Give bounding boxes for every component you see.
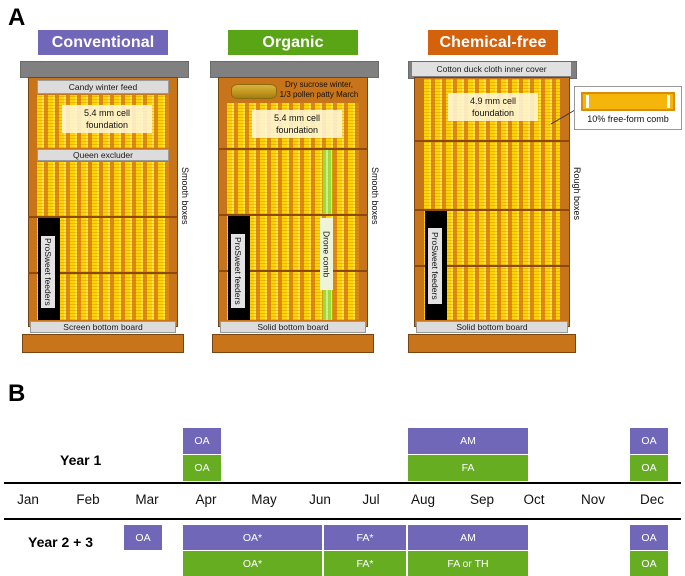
telescoping-cover-organic — [210, 61, 379, 78]
month-label-feb: Feb — [76, 492, 100, 507]
prosweet-feeder-label-chemical-free: ProSweet feeders — [428, 228, 442, 304]
year23-purple-bar-oa-1[interactable]: OA* — [183, 525, 322, 550]
side-label-organic: Smooth boxes — [370, 167, 380, 225]
year1-label: Year 1 — [60, 452, 102, 468]
free-form-comb-graphic — [581, 92, 675, 111]
telescoping-cover-conventional — [20, 61, 189, 78]
foundation-line1: 5.4 mm cell — [83, 108, 130, 118]
box-divider-cf-3 — [414, 265, 570, 267]
timeline-rule-bottom — [4, 518, 681, 520]
foundation-line2: foundation — [275, 125, 319, 135]
year23-green-bar-fa-1[interactable]: FA* — [324, 551, 406, 576]
free-form-comb-label: 10% free-form comb — [587, 114, 669, 124]
month-label-jun: Jun — [309, 492, 331, 507]
free-form-comb-inset: 10% free-form comb — [574, 86, 682, 130]
prosweet-feeder-label-conventional: ProSweet feeders — [41, 236, 55, 308]
year1-purple-bar-am-1[interactable]: AM — [408, 428, 528, 454]
feed-label-organic: Dry sucrose winter, 1/3 pollen patty Mar… — [277, 80, 361, 100]
foundation-line1: 4.9 mm cell — [469, 96, 516, 106]
comb-gap-right — [667, 95, 670, 108]
box-divider-cf-2 — [414, 209, 570, 211]
month-label-jul: Jul — [362, 492, 380, 507]
drone-comb-organic-lower — [322, 272, 333, 320]
month-label-mar: Mar — [135, 492, 159, 507]
drone-comb-organic-upper — [322, 150, 333, 214]
year1-green-bar-oa-0[interactable]: OA — [183, 455, 221, 481]
foundation-callout-chemical-free: 4.9 mm cell foundation — [448, 93, 538, 121]
timeline-rule-top — [4, 482, 681, 484]
year23-label: Year 2 + 3 — [28, 534, 94, 550]
sucrose-patty-organic — [231, 84, 277, 99]
box-divider-conventional-2 — [28, 272, 178, 274]
box-divider-organic-1 — [218, 148, 368, 150]
box-divider-cf-1 — [414, 140, 570, 142]
foundation-callout-organic: 5.4 mm cell foundation — [252, 110, 342, 138]
month-label-dec: Dec — [639, 492, 664, 507]
year23-green-bar-oa-3[interactable]: OA — [630, 551, 668, 576]
frames-brood-upper-chemical-free — [424, 142, 560, 209]
month-label-aug: Aug — [410, 492, 436, 507]
side-label-conventional: Smooth boxes — [180, 167, 190, 225]
year1-purple-bar-oa-0[interactable]: OA — [183, 428, 221, 454]
drone-comb-label-organic: Drone comb — [320, 218, 333, 290]
panel-a-letter: A — [8, 4, 26, 31]
hive-title-organic: Organic — [228, 30, 358, 55]
month-label-sep: Sep — [469, 492, 495, 507]
year23-purple-bar-oa-4[interactable]: OA — [630, 525, 668, 550]
month-label-jan: Jan — [17, 492, 39, 507]
bottom-board-chemical-free: Solid bottom board — [416, 321, 568, 333]
box-divider-organic-3 — [218, 270, 368, 272]
candy-winter-feed-strip-conventional: Candy winter feed — [37, 80, 169, 94]
year23-purple-bar-am-3[interactable]: AM — [408, 525, 528, 550]
panel-b-letter: B — [8, 380, 26, 407]
queen-excluder-conventional: Queen excluder — [37, 149, 169, 161]
year23-purple-bar-oa-0[interactable]: OA — [124, 525, 162, 550]
bottom-board-conventional: Screen bottom board — [30, 321, 176, 333]
year1-purple-bar-oa-2[interactable]: OA — [630, 428, 668, 454]
feed-line2: 1/3 pollen patty March — [279, 90, 359, 99]
month-label-nov: Nov — [580, 492, 605, 507]
hive-stand-conventional — [22, 334, 184, 353]
frames-brood-upper-conventional — [37, 162, 169, 216]
side-label-chemical-free: Rough boxes — [572, 167, 582, 221]
year23-green-bar-oa-0[interactable]: OA* — [183, 551, 322, 576]
inner-cover-chemical-free: Cotton duck cloth inner cover — [412, 62, 571, 76]
year1-green-bar-fa-1[interactable]: FA — [408, 455, 528, 481]
month-label-may: May — [251, 492, 277, 507]
box-divider-conventional-1 — [28, 216, 178, 218]
foundation-line1: 5.4 mm cell — [273, 113, 320, 123]
year23-green-bar-faorth-2[interactable]: FA or TH — [408, 551, 528, 576]
foundation-callout-conventional: 5.4 mm cell foundation — [62, 105, 152, 133]
foundation-line2: foundation — [471, 108, 515, 118]
comb-gap-left — [586, 95, 589, 108]
prosweet-feeder-label-organic: ProSweet feeders — [231, 234, 245, 308]
box-divider-organic-2 — [218, 214, 368, 216]
feed-line1: Dry sucrose winter, — [284, 80, 354, 89]
hive-stand-organic — [212, 334, 374, 353]
year23-purple-bar-fa-2[interactable]: FA* — [324, 525, 406, 550]
frames-brood-upper-organic — [227, 150, 359, 214]
frames-super-top-conventional — [37, 95, 169, 148]
hive-title-chemical-free: Chemical-free — [428, 30, 558, 55]
month-label-apr: Apr — [195, 492, 217, 507]
foundation-line2: foundation — [85, 120, 129, 130]
hive-stand-chemical-free — [408, 334, 576, 353]
year1-green-bar-oa-2[interactable]: OA — [630, 455, 668, 481]
bottom-board-organic: Solid bottom board — [220, 321, 366, 333]
hive-title-conventional: Conventional — [38, 30, 168, 55]
month-label-oct: Oct — [523, 492, 545, 507]
